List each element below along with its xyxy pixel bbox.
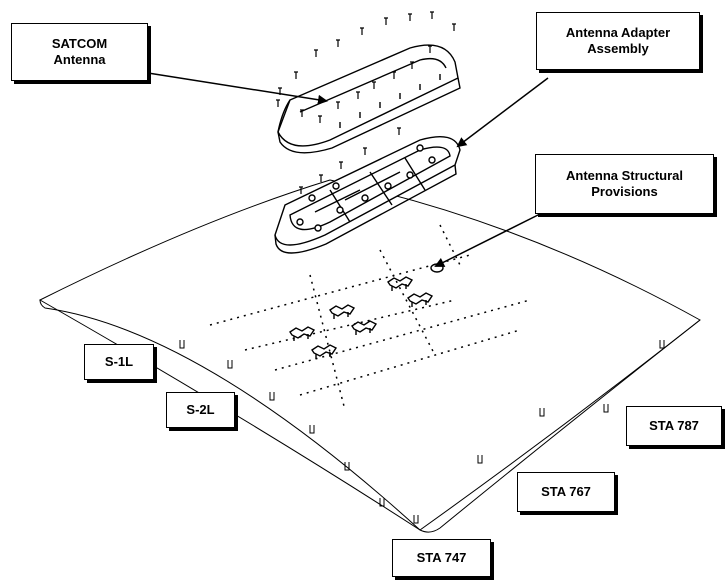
leader-lines bbox=[147, 72, 549, 267]
s-1l-label: S-1L bbox=[84, 344, 154, 380]
structural-provision-brackets bbox=[289, 263, 444, 359]
antenna-adapter-assembly-label: Antenna Adapter Assembly bbox=[536, 12, 700, 70]
satcom-antenna-radome bbox=[277, 44, 461, 154]
fuselage-skin-panel bbox=[38, 179, 701, 533]
s-2l-label: S-2L bbox=[166, 392, 235, 428]
adapter-screws bbox=[299, 127, 401, 194]
antenna-adapter-assembly bbox=[274, 136, 461, 254]
satcom-antenna-label: SATCOM Antenna bbox=[11, 23, 148, 81]
sta-787-label: STA 787 bbox=[626, 406, 722, 446]
antenna-structural-provisions-label: Antenna Structural Provisions bbox=[535, 154, 714, 214]
leader-antenna-adapter bbox=[456, 77, 549, 148]
station-grid bbox=[209, 224, 531, 411]
antenna-screws bbox=[276, 11, 456, 123]
sta-747-label: STA 747 bbox=[392, 539, 491, 577]
leader-structural-provisions bbox=[434, 213, 541, 267]
sta-767-label: STA 767 bbox=[517, 472, 615, 512]
edge-fasteners bbox=[179, 340, 665, 524]
leader-satcom-antenna bbox=[147, 72, 328, 105]
